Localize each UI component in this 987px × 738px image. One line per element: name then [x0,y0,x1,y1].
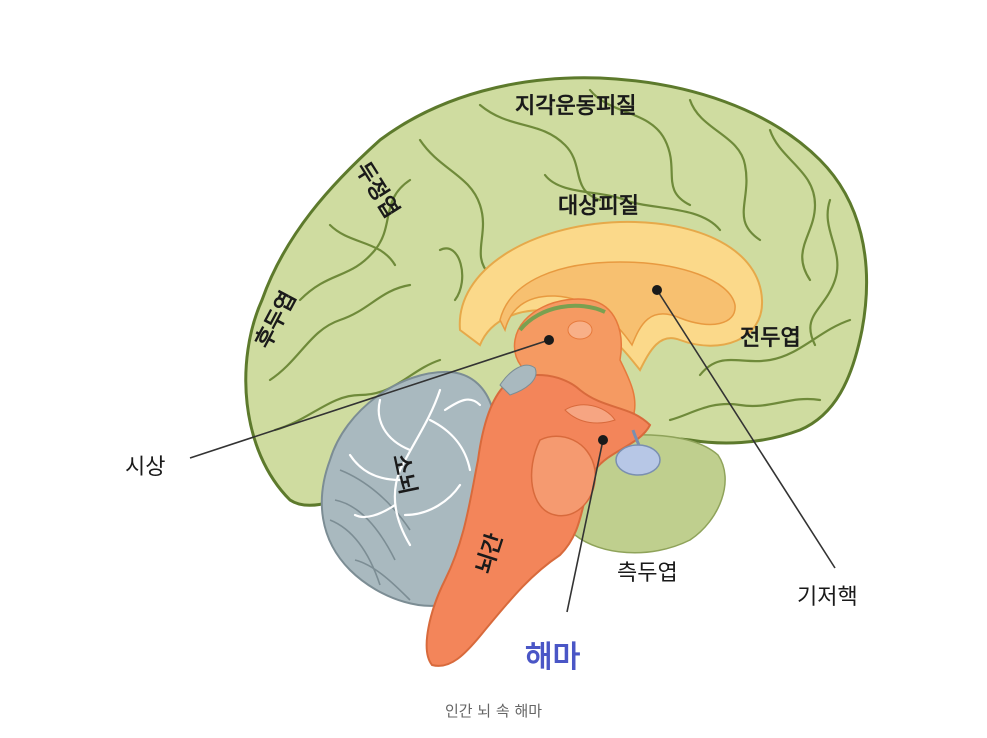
label-hippocampus: 해마 [525,640,581,675]
figure-caption: 인간 뇌 속 해마 [444,702,543,720]
label-basal-ganglia: 기저핵 [797,585,858,610]
label-cingulate-cortex: 대상피질 [558,194,639,219]
label-frontal-lobe: 전두엽 [740,326,801,351]
thalamus-dot-area [567,320,593,340]
limbic-band [499,261,736,347]
brainstem-region [425,374,652,667]
leader-lines [189,285,836,613]
label-temporal-lobe: 측두엽 [617,561,678,586]
cerebellum-folia [329,388,482,601]
label-motor-cortex: 지각운동피질 [515,94,636,119]
pituitary-gland [615,429,661,476]
label-thalamus: 시상 [125,455,165,480]
